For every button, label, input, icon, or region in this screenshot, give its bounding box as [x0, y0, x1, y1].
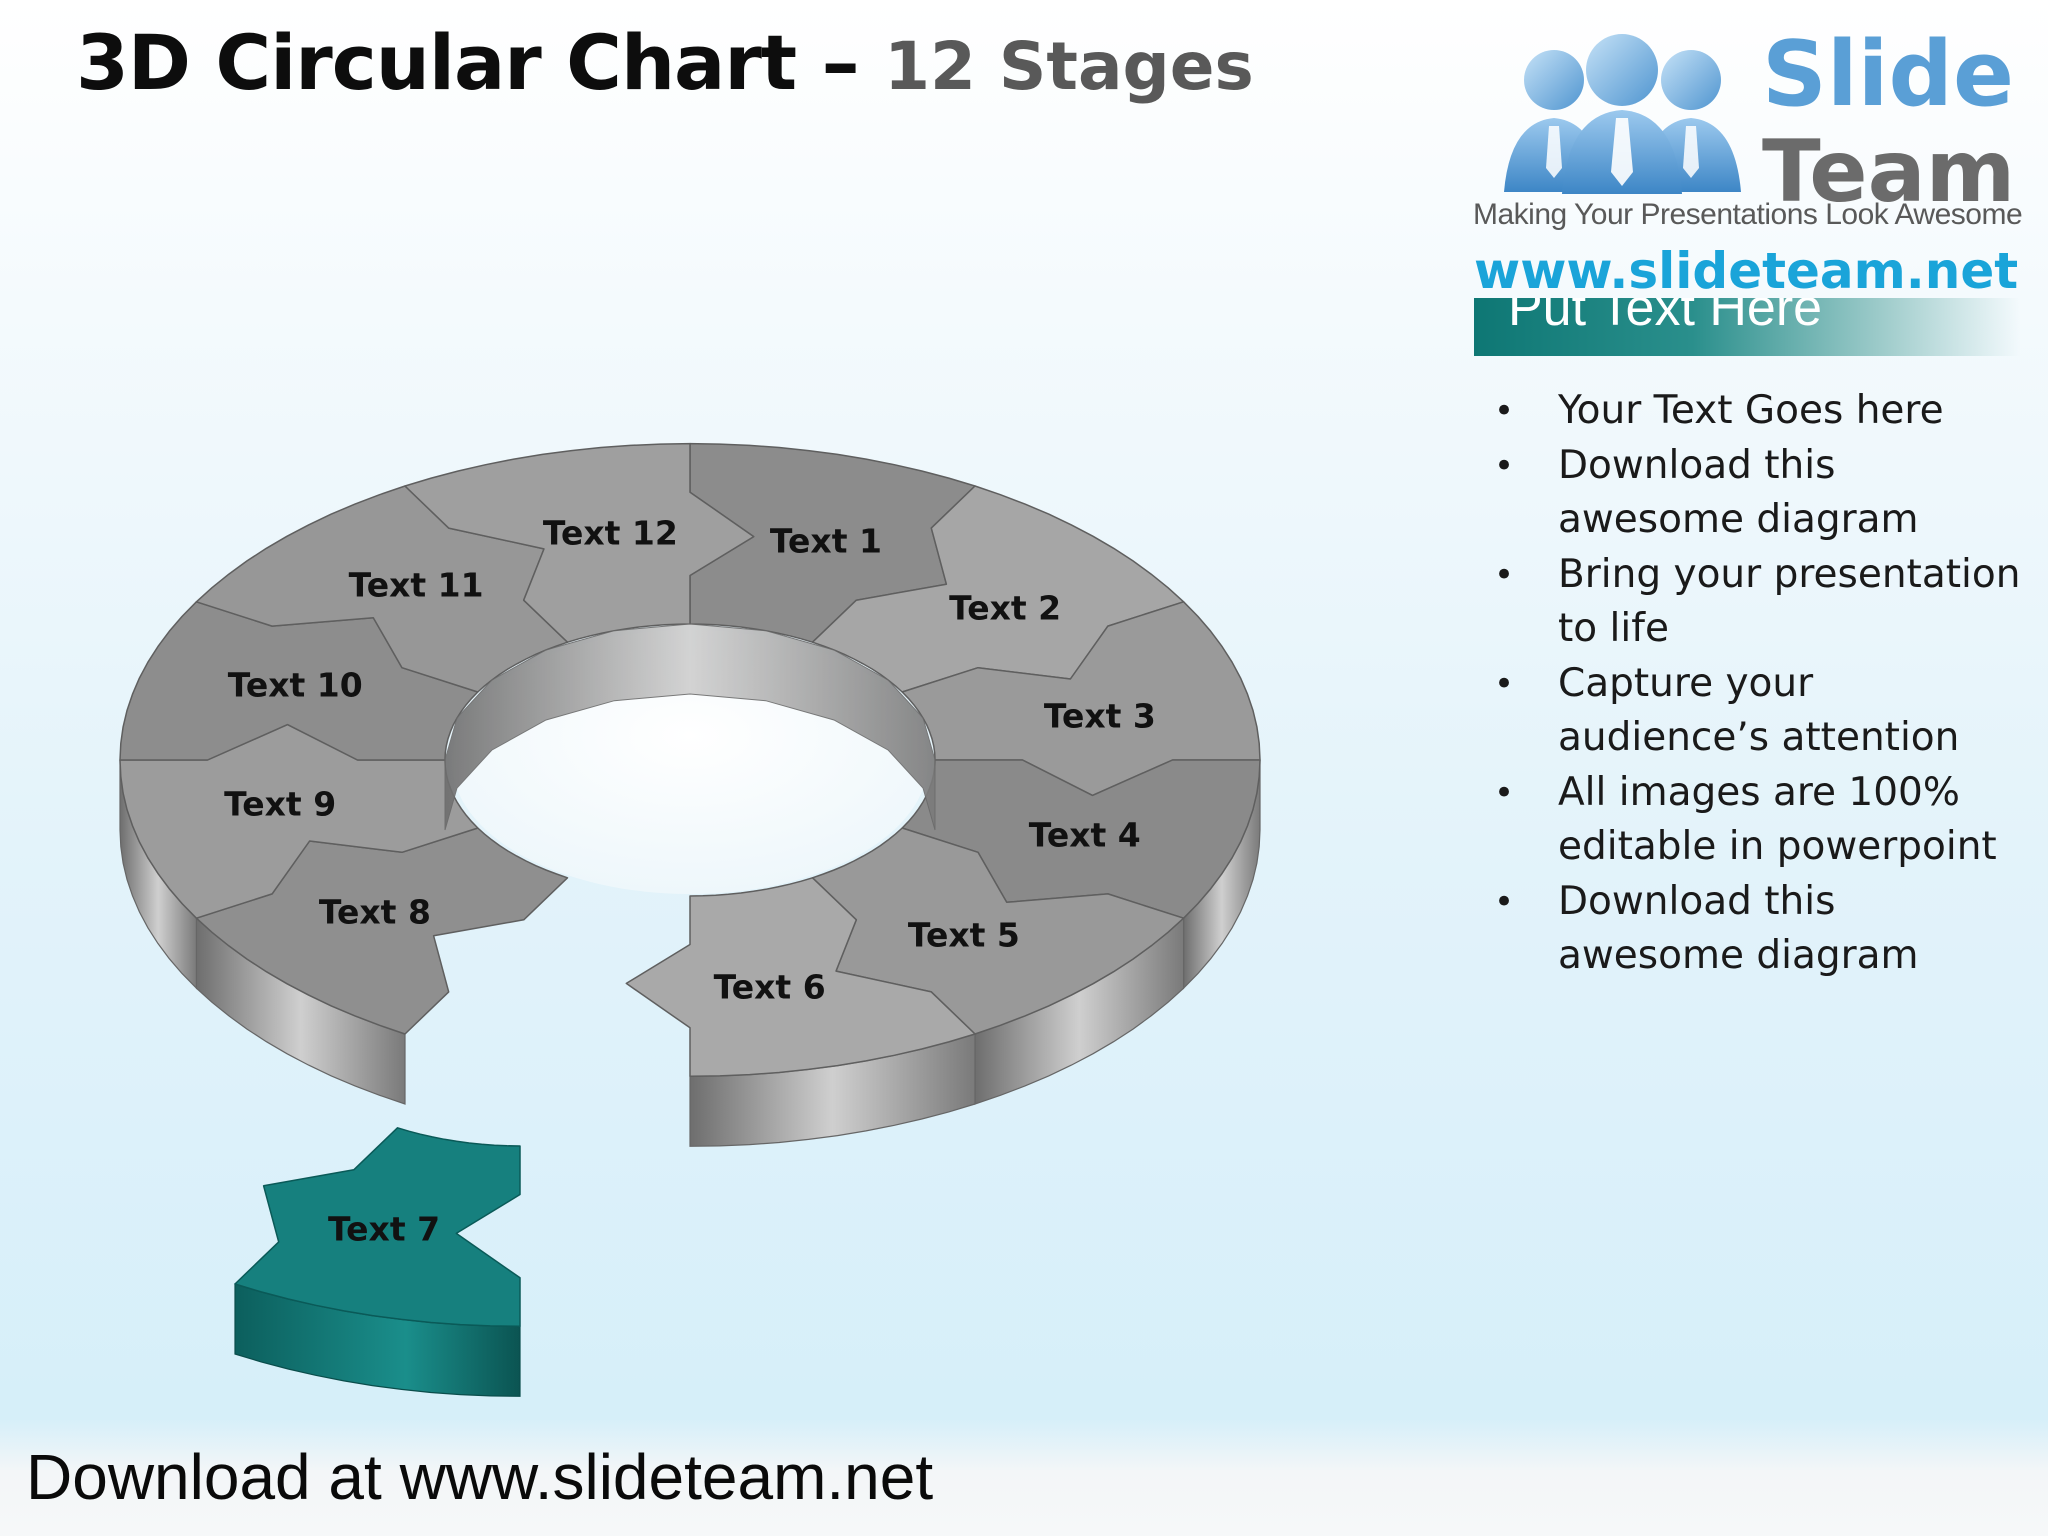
stage-label-8: Text 8	[318, 892, 431, 932]
stage-label-2: Text 2	[949, 588, 1062, 628]
segment-6	[625, 877, 976, 1078]
segment-7	[234, 1127, 521, 1328]
ring-segments	[119, 442, 1261, 1078]
panel-header-bar: Put Text Here	[1474, 298, 2020, 356]
bullet-list: Your Text Goes here Download this awesom…	[1490, 384, 2030, 984]
stage-label-9: Text 9	[224, 784, 337, 824]
title-sub: 12 Stages	[884, 28, 1254, 105]
bullet-item: Download this awesome diagram	[1490, 875, 2030, 984]
bullet-item: Your Text Goes here	[1490, 384, 2030, 439]
center-hole-wall	[444, 623, 936, 831]
panel-header-text: Put Text Here	[1508, 298, 1823, 337]
stage-label-10: Text 10	[227, 665, 363, 705]
stage-label-12: Text 12	[542, 513, 678, 553]
slideteam-people-logo-icon	[1504, 34, 1741, 194]
footer-band	[0, 1418, 2048, 1536]
bullet-item: Bring your presentation to life	[1490, 548, 2030, 657]
stage-label-11: Text 11	[348, 565, 484, 605]
stage-label-4: Text 4	[1028, 815, 1141, 855]
logo-word-team: Team	[1762, 122, 2016, 222]
stage-label-6: Text 6	[713, 967, 826, 1007]
page-title: 3D Circular Chart – 12 Stages	[76, 18, 1254, 107]
stage-label-3: Text 3	[1043, 696, 1156, 736]
stage-label-7: Text 7	[328, 1209, 441, 1249]
stage-label-5: Text 5	[907, 915, 1020, 955]
highlight-segment-7	[234, 1127, 521, 1397]
bullet-item: Download this awesome diagram	[1490, 439, 2030, 548]
logo-tagline: Making Your Presentations Look Awesome	[1473, 198, 2023, 231]
logo-url-link[interactable]: www.slideteam.net	[1474, 242, 2019, 300]
stage-label-1: Text 1	[769, 521, 882, 561]
logo-word-slide: Slide	[1762, 22, 2014, 127]
bullet-item: Capture your audience’s attention	[1490, 657, 2030, 766]
bullet-item: All images are 100% editable in powerpoi…	[1490, 766, 2030, 875]
footer-download-text: Download at www.slideteam.net	[26, 1441, 934, 1513]
title-main: 3D Circular Chart –	[76, 18, 860, 107]
hole-inner-wall	[444, 623, 936, 831]
